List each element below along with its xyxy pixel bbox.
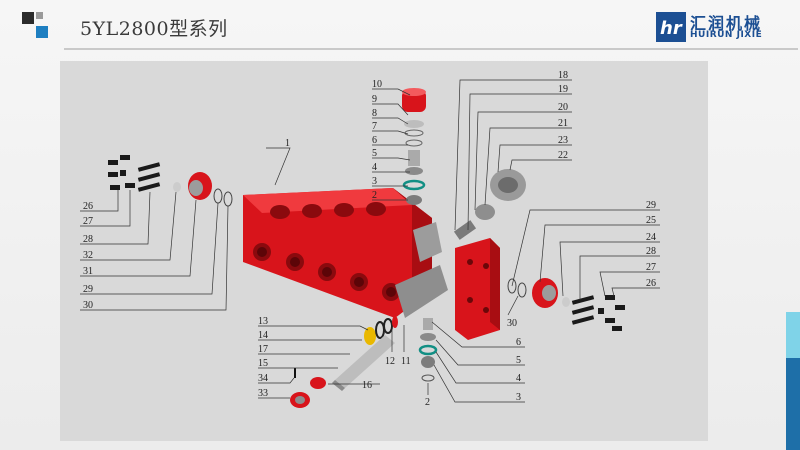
svg-text:hr: hr (660, 18, 683, 39)
exploded-view-diagram: 1 10 9 8 7 6 5 4 3 2 18 19 20 21 23 22 2… (80, 70, 660, 408)
pump-body (243, 188, 448, 318)
company-name-cn: 汇润机械 (690, 14, 763, 33)
label-14: 14 (258, 330, 268, 341)
label-21: 21 (558, 118, 568, 129)
label-28-left: 28 (83, 234, 93, 245)
label-10: 10 (372, 79, 382, 90)
label-32: 32 (83, 250, 93, 261)
label-31: 31 (83, 266, 93, 277)
valve-stack-bottom (418, 318, 438, 382)
label-3-bottom: 3 (516, 392, 521, 403)
label-27-right: 27 (646, 262, 656, 273)
page-title: 5YL2800型系列 (80, 18, 228, 40)
leader-lines (80, 79, 660, 403)
label-33: 33 (258, 388, 268, 399)
label-6-top: 6 (372, 135, 377, 146)
label-24: 24 (646, 232, 656, 243)
label-34: 34 (258, 373, 268, 384)
label-1: 1 (285, 138, 290, 149)
label-13: 13 (258, 316, 268, 327)
left-end-parts (108, 155, 233, 207)
label-26-left: 26 (83, 201, 93, 212)
label-29-right: 29 (646, 200, 656, 211)
label-23: 23 (558, 135, 568, 146)
company-name-en: HUIRUN JIXIE (690, 30, 763, 40)
plunger-parts (290, 316, 398, 408)
label-16: 16 (362, 380, 372, 391)
label-18: 18 (558, 70, 568, 81)
label-3-top: 3 (372, 176, 377, 187)
header-divider (64, 48, 798, 50)
label-28-right: 28 (646, 246, 656, 257)
right-end-parts (507, 278, 625, 331)
label-19: 19 (558, 84, 568, 95)
label-9: 9 (372, 94, 377, 105)
label-4-top: 4 (372, 162, 377, 173)
valve-stack-top (402, 88, 426, 205)
side-cover (455, 238, 500, 340)
label-25: 25 (646, 215, 656, 226)
label-12: 12 (385, 356, 395, 367)
label-27-left: 27 (83, 216, 93, 227)
label-30-left: 30 (83, 300, 93, 311)
label-29-left: 29 (83, 284, 93, 295)
label-17: 17 (258, 344, 268, 355)
logo-square-dark (22, 12, 34, 24)
decor-bar-dark (786, 358, 800, 450)
label-6-bottom: 6 (516, 337, 521, 348)
diagram-panel: 1 10 9 8 7 6 5 4 3 2 18 19 20 21 23 22 2… (60, 61, 708, 441)
company-logo-icon: hr (656, 12, 686, 42)
label-7: 7 (372, 121, 377, 132)
label-2-top: 2 (372, 190, 377, 201)
label-15: 15 (258, 358, 268, 369)
label-20: 20 (558, 102, 568, 113)
label-22: 22 (558, 150, 568, 161)
label-11: 11 (401, 356, 411, 367)
label-4-bottom: 4 (516, 373, 521, 384)
right-top-parts (453, 169, 526, 240)
label-2-bottom: 2 (425, 397, 430, 408)
logo-square-gray (36, 12, 43, 19)
label-26-right: 26 (646, 278, 656, 289)
label-30-right: 30 (507, 318, 517, 329)
part-labels: 1 10 9 8 7 6 5 4 3 2 18 19 20 21 23 22 2… (83, 70, 656, 408)
logo-square-blue (36, 26, 48, 38)
label-5-top: 5 (372, 148, 377, 159)
label-8: 8 (372, 108, 377, 119)
label-5-bottom: 5 (516, 355, 521, 366)
